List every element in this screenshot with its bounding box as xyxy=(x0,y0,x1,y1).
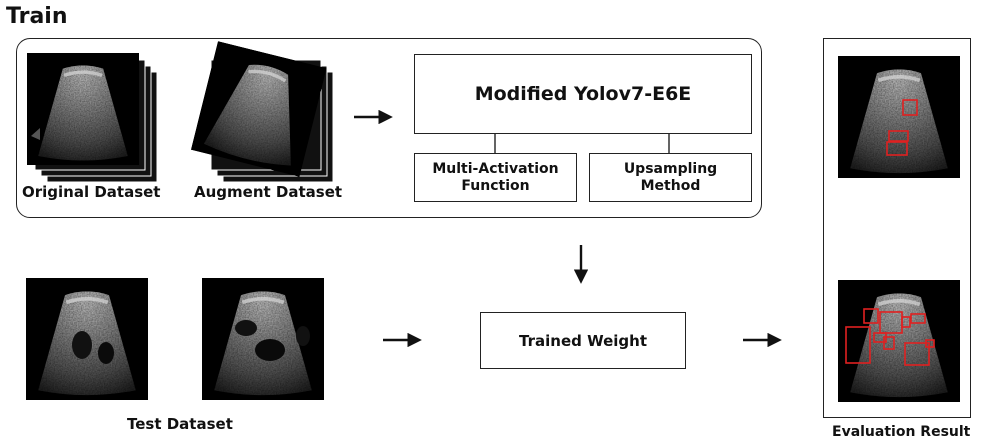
model-connectors xyxy=(494,134,670,153)
test-dataset-label: Test Dataset xyxy=(127,415,233,433)
test-image-2 xyxy=(202,278,324,400)
train-section-box xyxy=(16,38,762,218)
original-dataset-label: Original Dataset xyxy=(22,183,161,201)
evaluation-image-2 xyxy=(838,280,960,402)
model-title: Modified Yolov7-E6E xyxy=(474,82,692,105)
upsampling-line-1: Upsampling xyxy=(623,160,718,177)
original-dataset-stack xyxy=(27,53,158,183)
trained-weight-label: Trained Weight xyxy=(519,331,647,350)
augment-dataset-label: Augment Dataset xyxy=(194,183,343,201)
upsampling-line-2: Method xyxy=(640,177,701,194)
evaluation-image-1 xyxy=(838,56,960,178)
augment-dataset-stack xyxy=(191,41,334,183)
multi-activation-box: Multi-Activation Function xyxy=(414,153,577,202)
model-box: Modified Yolov7-E6E xyxy=(414,54,752,134)
train-title: Train xyxy=(6,4,68,29)
multi-activation-line-1: Multi-Activation xyxy=(432,160,559,177)
upsampling-method-box: Upsampling Method xyxy=(589,153,752,202)
evaluation-result-label: Evaluation Result xyxy=(832,424,971,440)
multi-activation-line-2: Function xyxy=(461,177,530,194)
test-image-1 xyxy=(26,278,148,400)
evaluation-section-box xyxy=(823,38,971,418)
trained-weight-box: Trained Weight xyxy=(480,312,686,369)
